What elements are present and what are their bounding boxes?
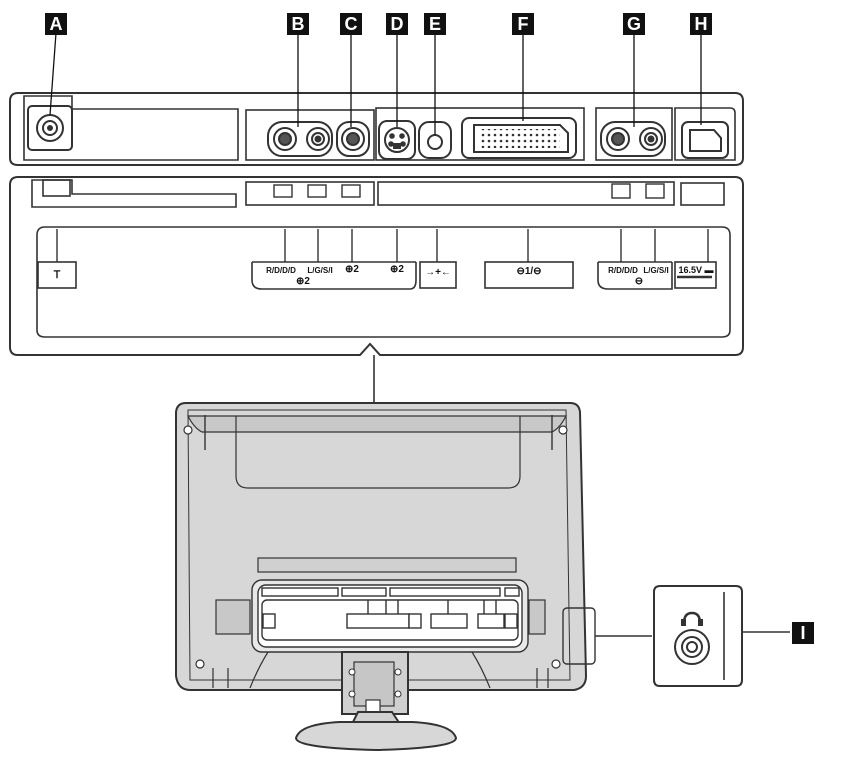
rca-jacks-b [267, 121, 333, 157]
label-scart: ⊖1/⊖ [516, 266, 542, 277]
label-av2-group: ⊕2 [296, 276, 310, 287]
callout-leaders [49, 32, 702, 135]
label-av2-svideo: ⊕2 [390, 264, 404, 275]
mini-jack-e [418, 121, 452, 159]
callout-a: A [45, 13, 67, 35]
label-dc-in: 16.5V ▬ [678, 265, 714, 275]
label-r-2: R/D/D/D [608, 266, 638, 275]
label-out-group: ⊖ [634, 276, 644, 287]
antenna-connector [27, 105, 73, 151]
callout-h: H [690, 13, 712, 35]
label-lr-1: L/G/S/I [307, 266, 333, 275]
tv-stand [294, 651, 458, 752]
rca-jack-c [336, 121, 370, 157]
label-panel [9, 176, 744, 356]
scart-connector-f [461, 117, 577, 159]
label-dc-line: →+← [425, 267, 451, 278]
headphone-inset [562, 585, 790, 687]
callout-b: B [287, 13, 309, 35]
label-lr-2: L/G/S/I [643, 266, 669, 275]
callout-d: D [386, 13, 408, 35]
tv-connector-area [251, 579, 529, 653]
callout-g: G [623, 13, 645, 35]
label-av2-video: ⊕2 [345, 264, 359, 275]
callout-f: F [512, 13, 534, 35]
label-r-1: R/D/D/D [266, 266, 296, 275]
callout-e: E [424, 13, 446, 35]
dc-in-h [681, 121, 729, 159]
callout-i: I [792, 622, 814, 644]
rca-jacks-g [600, 121, 666, 157]
label-antenna: Ｔ [52, 270, 62, 281]
callout-c: C [340, 13, 362, 35]
